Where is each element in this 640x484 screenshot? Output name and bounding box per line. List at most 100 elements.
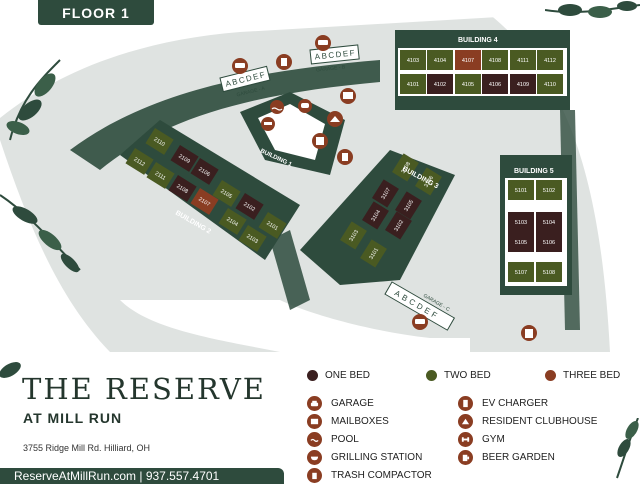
unit-block [510,74,536,94]
unit-5107: 5107 [508,262,534,282]
map-ev-charger-marker [276,54,292,70]
lawn-top [0,0,640,118]
key-two-bed-label: TWO BED [444,370,491,381]
unit-number: 2108 [175,184,189,196]
amenity-gym-label: GYM [482,434,505,445]
website-link[interactable]: ReserveAtMillRun.com | 937.557.4701 [0,468,284,484]
unit-number: 5104 [543,220,555,226]
map-garage-marker-c [412,314,428,330]
unit-number: 3103 [349,229,361,243]
unit-3103: 3103 [340,221,367,250]
unit-5106: 5106 [536,232,562,252]
unit-number: 2105 [219,189,233,201]
unit-block [400,74,426,94]
two-bed-swatch [426,370,437,381]
brand-subtitle: AT MILL RUN [23,410,123,426]
unit-number: 5102 [543,188,555,194]
lawn-right [470,0,640,352]
unit-number: 2107 [197,197,211,209]
unit-number: 5107 [515,270,527,276]
leaf-decoration-left [6,59,61,141]
unit-5104: 5104 [536,212,562,232]
parking-row-north [70,60,380,170]
unit-number: 5103 [515,220,527,226]
unit-4109: 4109 [510,74,536,94]
unit-block [168,175,197,202]
unit-block [508,180,534,200]
unit-block [510,50,536,70]
unit-block [482,50,508,70]
leaf-decoration-left-lower [0,194,81,273]
unit-block [427,74,453,94]
unit-block [218,208,247,235]
amenity-mailboxes: MAILBOXES [307,414,389,429]
unit-block [536,262,562,282]
map-grill-marker [298,99,312,113]
unit-5108: 5108 [536,262,562,282]
key-three-bed-label: THREE BED [563,370,621,381]
leaf-decoration-legend-right [616,418,639,479]
amenity-trash-compactor: TRASH COMPACTOR [307,468,432,483]
unit-number: 3101 [369,247,381,261]
brand-title: THE RESERVE [22,372,266,406]
unit-2111: 2111 [146,162,175,189]
garage-b-label: GARAGE - B [316,64,346,73]
unit-number: 3102 [394,219,406,233]
unit-2110: 2110 [145,128,174,155]
amenity-garage: GARAGE [307,396,374,411]
unit-block [392,153,419,182]
amenity-ev-charger-label: EV CHARGER [482,398,549,409]
unit-number: 4101 [407,82,419,88]
map-ev-charger-marker-2 [337,149,353,165]
unit-block [360,239,387,268]
three-bed-swatch [545,370,556,381]
unit-number: 2111 [154,171,167,182]
unit-number: 2101 [265,221,279,233]
amenity-trash-compactor-label: TRASH COMPACTOR [331,470,432,481]
map-beer-marker [312,133,328,149]
unit-number: 3107 [381,187,393,201]
unit-4105: 4105 [455,74,481,94]
unit-number: 4104 [434,58,446,64]
unit-block [258,212,287,239]
unit-number: 4105 [462,82,474,88]
amenity-grilling-station: GRILLING STATION [307,450,422,465]
unit-3106: 3106 [415,167,442,196]
unit-number: 3105 [404,199,416,213]
unit-number: 5101 [515,188,527,194]
unit-block [385,211,412,240]
building-4-label: BUILDING 4 [458,37,498,44]
amenity-resident-clubhouse: RESIDENT CLUBHOUSE [458,414,597,429]
unit-4110: 4110 [537,74,563,94]
parking-row-south [270,230,310,310]
unit-5105: 5105 [508,232,534,252]
unit-block [146,162,175,189]
unit-number: 3104 [371,209,383,223]
unit-number: 4108 [489,58,501,64]
unit-block [508,262,534,282]
gym-icon [458,432,473,447]
unit-number: 5105 [515,240,527,246]
unit-number: 2109 [177,154,191,166]
amenity-ev-charger: EV CHARGER [458,396,548,411]
site-map: 2110210921062112211121082107210521022104… [0,0,640,352]
map-garage-marker-a [232,58,248,74]
unit-block [212,180,241,207]
unit-block [536,232,562,252]
unit-block [482,74,508,94]
amenity-gym: GYM [458,432,505,447]
car-icon [307,396,322,411]
unit-3101: 3101 [360,239,387,268]
unit-number: 2106 [197,167,211,179]
unit-number: 4109 [517,82,529,88]
address: 3755 Ridge Mill Rd. Hilliard, OH [23,443,151,453]
clubhouse-icon [458,414,473,429]
unit-block [508,212,534,232]
unit-number: 4107 [462,58,474,64]
unit-4104: 4104 [427,50,453,70]
pool-icon [307,432,322,447]
amenity-beer-garden-label: BEER GARDEN [482,452,555,463]
unit-block [508,232,534,252]
amenity-mailboxes-label: MAILBOXES [331,416,389,427]
